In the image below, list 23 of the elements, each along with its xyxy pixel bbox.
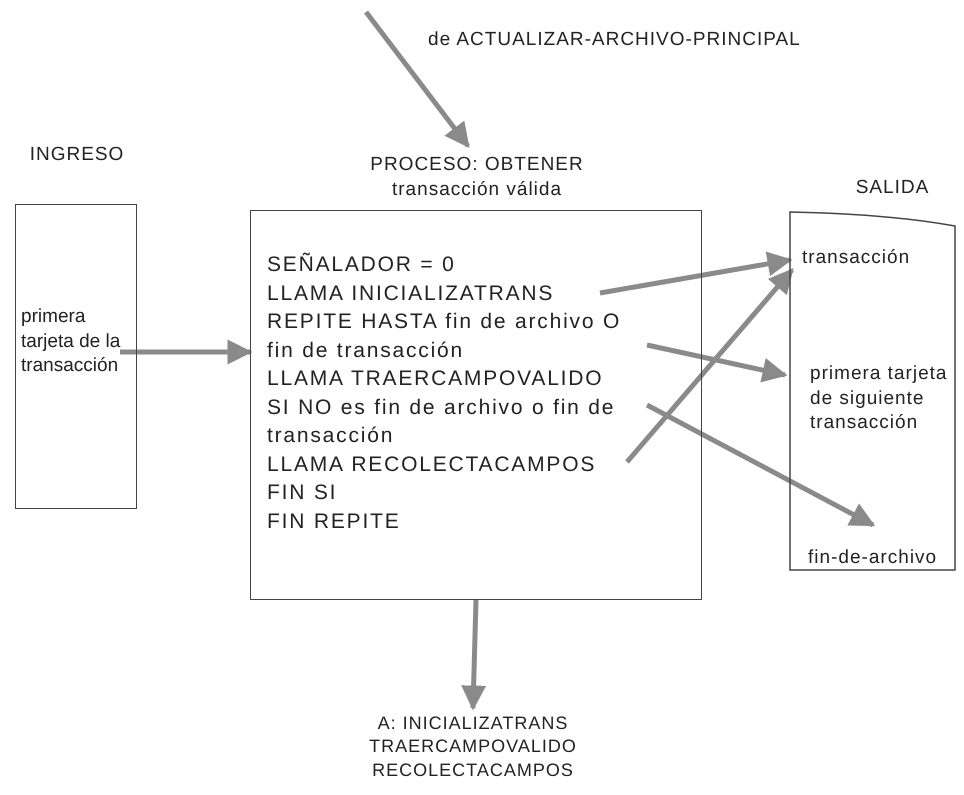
text-label: transacción bbox=[802, 246, 942, 272]
section-heading: SALIDA bbox=[854, 176, 930, 200]
section-heading: PROCESO: OBTENER transacción válida bbox=[369, 153, 585, 202]
arrow bbox=[646, 402, 876, 528]
text-label: fin-de-archivo bbox=[808, 546, 953, 572]
text-label: primera tarjeta de siguiente transacción bbox=[810, 362, 955, 442]
text-label: A: INICIALIZATRANS TRAERCAMPOVALIDO RECOLECTACAMPOS bbox=[343, 712, 603, 792]
arrow bbox=[646, 342, 788, 382]
arrow bbox=[600, 252, 792, 296]
pseudocode-line: FIN SI bbox=[267, 480, 338, 506]
pseudocode-line: FIN REPITE bbox=[267, 508, 401, 534]
pseudocode-line: LLAMA INICIALIZATRANS bbox=[267, 280, 554, 306]
arrow bbox=[364, 10, 470, 148]
pseudocode-line: LLAMA RECOLECTACAMPOS bbox=[267, 452, 596, 478]
pseudocode-line: REPITE HASTA fin de archivo O fin de transacción bbox=[267, 309, 622, 364]
arrow bbox=[120, 340, 252, 364]
pseudocode-line: SEÑALADOR = 0 bbox=[267, 252, 456, 278]
pseudocode-line: LLAMA TRAERCAMPOVALIDO bbox=[267, 366, 604, 392]
text-label: primera tarjeta de la transacción bbox=[21, 305, 121, 415]
edge-label: de ACTUALIZAR-ARCHIVO-PRINCIPAL bbox=[428, 28, 801, 52]
section-heading: INGRESO bbox=[28, 143, 126, 167]
arrow bbox=[461, 600, 486, 710]
pseudocode-line: SI NO es fin de archivo o fin de transacción bbox=[267, 394, 616, 449]
